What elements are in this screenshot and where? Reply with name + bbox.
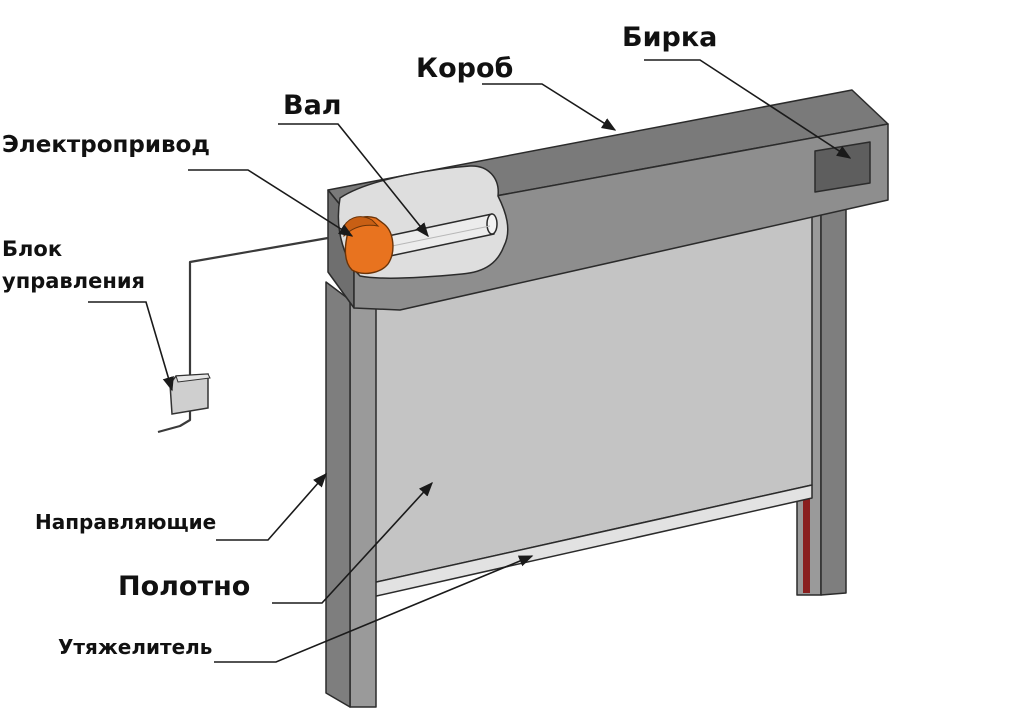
leader-lines	[88, 59, 852, 663]
left-guide-rail	[325, 281, 377, 708]
label-blok-line2: управления	[2, 269, 145, 293]
right-guide-red-strip	[803, 488, 810, 593]
leader-birka	[644, 59, 852, 159]
leader-blok	[88, 301, 174, 392]
leader-korob	[482, 83, 617, 131]
label-napravlyayushchie: Направляющие	[35, 510, 216, 534]
tag-birka	[814, 141, 871, 193]
leader-napravlyayushchie	[216, 472, 327, 541]
motor-icon	[343, 216, 394, 275]
label-elektroprivod: Электропривод	[2, 132, 210, 158]
label-korob: Короб	[416, 53, 513, 84]
leader-val	[278, 123, 429, 238]
label-utyazhelitel: Утяжелитель	[58, 635, 212, 659]
label-birka: Бирка	[622, 22, 717, 53]
label-val: Вал	[283, 90, 342, 121]
control-wiring	[157, 236, 329, 434]
leader-polotno	[272, 481, 433, 604]
label-blok-line1: Блок	[2, 237, 62, 261]
control-box-icon	[169, 373, 211, 415]
left-guide-side	[325, 281, 351, 708]
box-korob	[327, 89, 889, 311]
label-polotno: Полотно	[118, 571, 250, 602]
right-guide-side	[820, 195, 847, 596]
leader-elektroprivod	[188, 169, 354, 237]
leader-utyazhelitel	[214, 555, 534, 663]
left-guide-front	[349, 291, 377, 708]
labels: Бирка Короб Вал Электропривод Блок управ…	[2, 22, 717, 659]
